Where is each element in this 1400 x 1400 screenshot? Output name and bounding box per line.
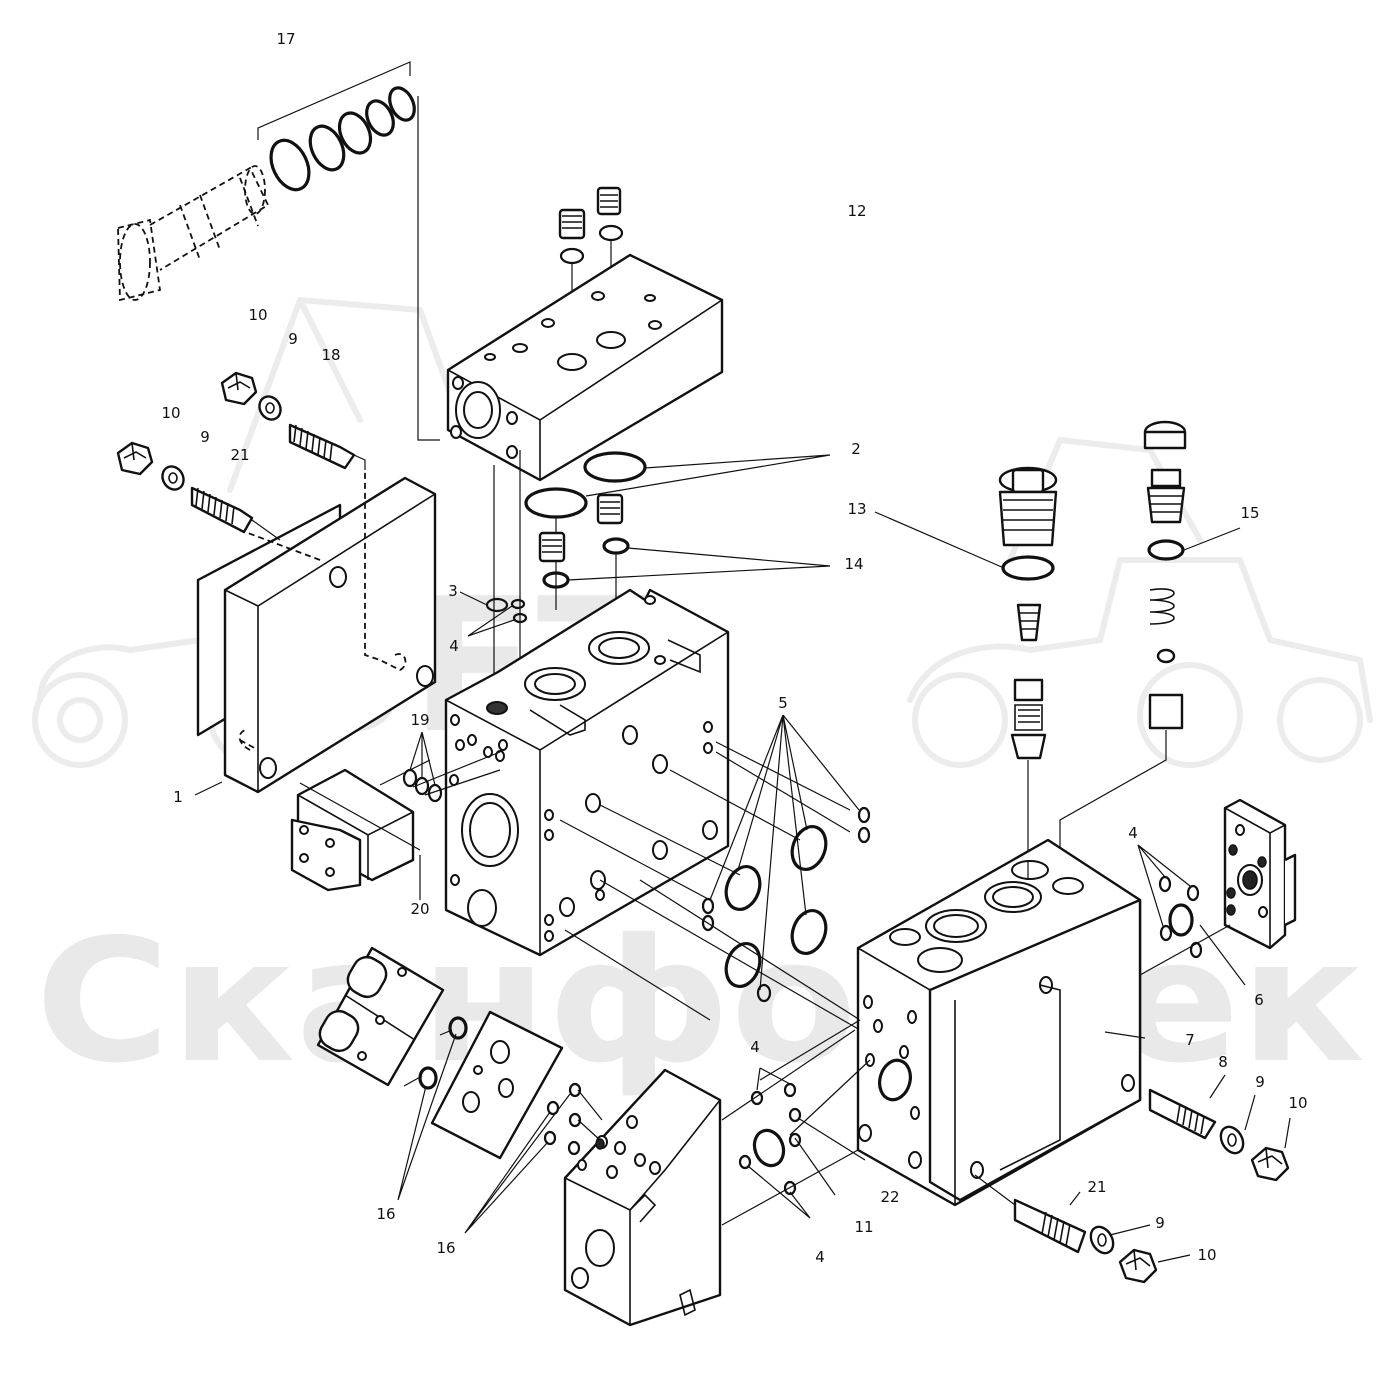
callout-14: 14 (844, 555, 863, 573)
part-14-plugs (538, 493, 831, 640)
callout-13: 13 (847, 500, 866, 518)
callout-7: 7 (1185, 1031, 1195, 1049)
part-5-o-rings (559, 714, 871, 1031)
part-15-cartridge (1059, 420, 1241, 880)
callout-21-left: 21 (230, 446, 249, 464)
callout-15: 15 (1240, 504, 1259, 522)
stud-assembly-upper-left (220, 371, 366, 470)
part-17-hose-fitting (117, 61, 440, 441)
part-11-22-rings (738, 1019, 871, 1219)
callout-17: 17 (276, 30, 295, 48)
callout-6: 6 (1254, 991, 1264, 1009)
part-1-end-plate (194, 470, 437, 796)
part-2-o-rings (493, 450, 831, 700)
callout-9-left: 9 (200, 428, 210, 446)
part-12-plugs (558, 186, 624, 360)
callout-21-right: 21 (1087, 1178, 1106, 1196)
callout-10-upper: 10 (248, 306, 267, 324)
callout-22: 22 (880, 1188, 899, 1206)
top-manifold-block (446, 253, 724, 482)
callout-5: 5 (778, 694, 788, 712)
callout-8: 8 (1218, 1053, 1228, 1071)
callout-10-bottom: 10 (1197, 1246, 1216, 1264)
callout-labels: 17 12 10 9 18 10 9 21 2 13 15 14 3 4 5 1… (161, 30, 1307, 1266)
stud-assembly-lower-left (116, 441, 281, 541)
watermark-brand-name: СканфорТек (35, 903, 1365, 1101)
watermark-tractor-right (907, 437, 1373, 768)
callout-3: 3 (448, 582, 458, 600)
right-valve-body (856, 838, 1142, 1207)
callout-2: 2 (851, 440, 861, 458)
callout-20: 20 (410, 900, 429, 918)
callout-16-right: 16 (436, 1239, 455, 1257)
part-19-holes (402, 731, 505, 803)
callout-11: 11 (854, 1218, 873, 1236)
callout-10-left: 10 (161, 404, 180, 422)
part-3-4-small-rings (459, 591, 528, 637)
center-valve-body (444, 588, 730, 957)
callout-9-bottom: 9 (1155, 1214, 1165, 1232)
callout-9-upper: 9 (288, 330, 298, 348)
part-16-valve-cartridges (316, 946, 603, 1234)
callout-4-right: 4 (1128, 824, 1138, 842)
bottom-valve-section (563, 1029, 859, 1327)
callout-16-left: 16 (376, 1205, 395, 1223)
part-13-cartridge (874, 466, 1058, 860)
callout-18: 18 (321, 346, 340, 364)
assembly-leader-lines (299, 759, 1029, 1087)
part-7-leader (1104, 1031, 1146, 1039)
callout-4-bottom-lower: 4 (815, 1248, 825, 1266)
callout-12: 12 (847, 202, 866, 220)
callout-4-center: 4 (449, 637, 459, 655)
callout-1: 1 (173, 788, 183, 806)
callout-4-bottom-upper: 4 (750, 1038, 760, 1056)
callout-9-right: 9 (1255, 1073, 1265, 1091)
stud-assembly-right (1148, 1074, 1291, 1182)
part-6-end-plate (1223, 798, 1297, 950)
callout-10-right: 10 (1288, 1094, 1307, 1112)
callout-19: 19 (410, 711, 429, 729)
part-4-rings-right (1137, 844, 1246, 986)
stud-assembly-bottom-right (974, 1174, 1191, 1284)
